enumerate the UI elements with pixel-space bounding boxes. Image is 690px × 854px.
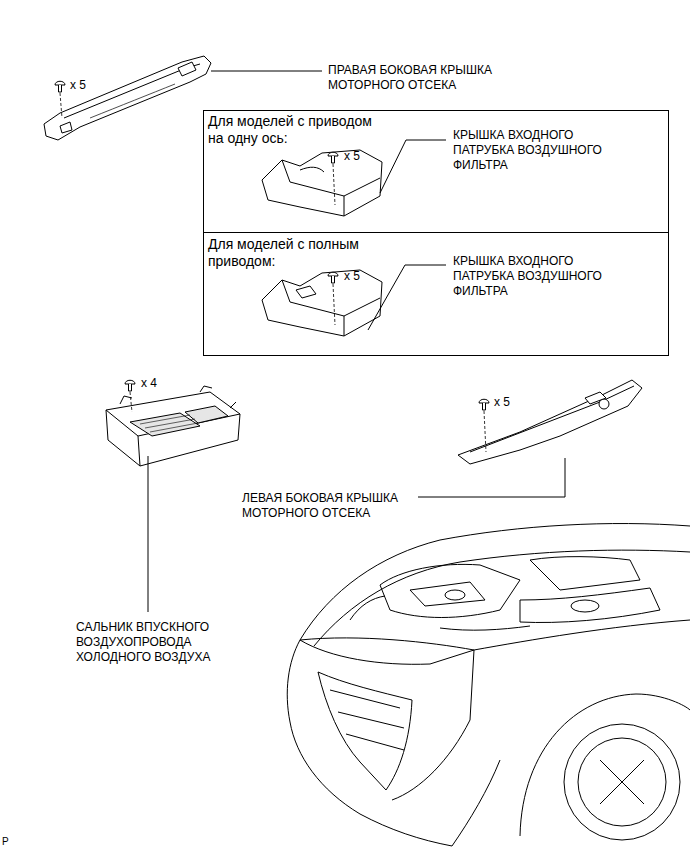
variant-panel: Для моделей с полным приводом: КРЫШКА ВХО… [203,232,669,356]
part-name: КРЫШКА ВХОДНОГО ПАТРУБКА ВОЗДУШНОГО ФИЛЬ… [453,128,628,173]
fastener-count: x 4 [141,376,157,390]
part-name: КРЫШКА ВХОДНОГО ПАТРУБКА ВОЗДУШНОГО ФИЛЬ… [453,254,628,299]
variant-panel: Для моделей с приводом на одну ось: КРЫШК… [203,110,669,233]
fastener-count: x 5 [494,395,510,409]
group-heading: Для моделей с приводом на одну ось: [208,113,380,147]
fastener-count: x 5 [344,269,360,283]
group-heading: Для моделей с полным приводом: [208,236,380,270]
part-name: САЛЬНИК ВПУСКНОГО ВОЗДУХОПРОВОДА ХОЛОДНО… [76,620,231,665]
figure-code: P [2,836,9,848]
part-name: ЛЕВАЯ БОКОВАЯ КРЫШКА МОТОРНОГО ОТСЕКА [242,491,427,521]
part-name: ПРАВАЯ БОКОВАЯ КРЫШКА МОТОРНОГО ОТСЕКА [328,63,533,93]
fastener-count: x 5 [70,78,86,92]
fastener-count: x 5 [344,149,360,163]
